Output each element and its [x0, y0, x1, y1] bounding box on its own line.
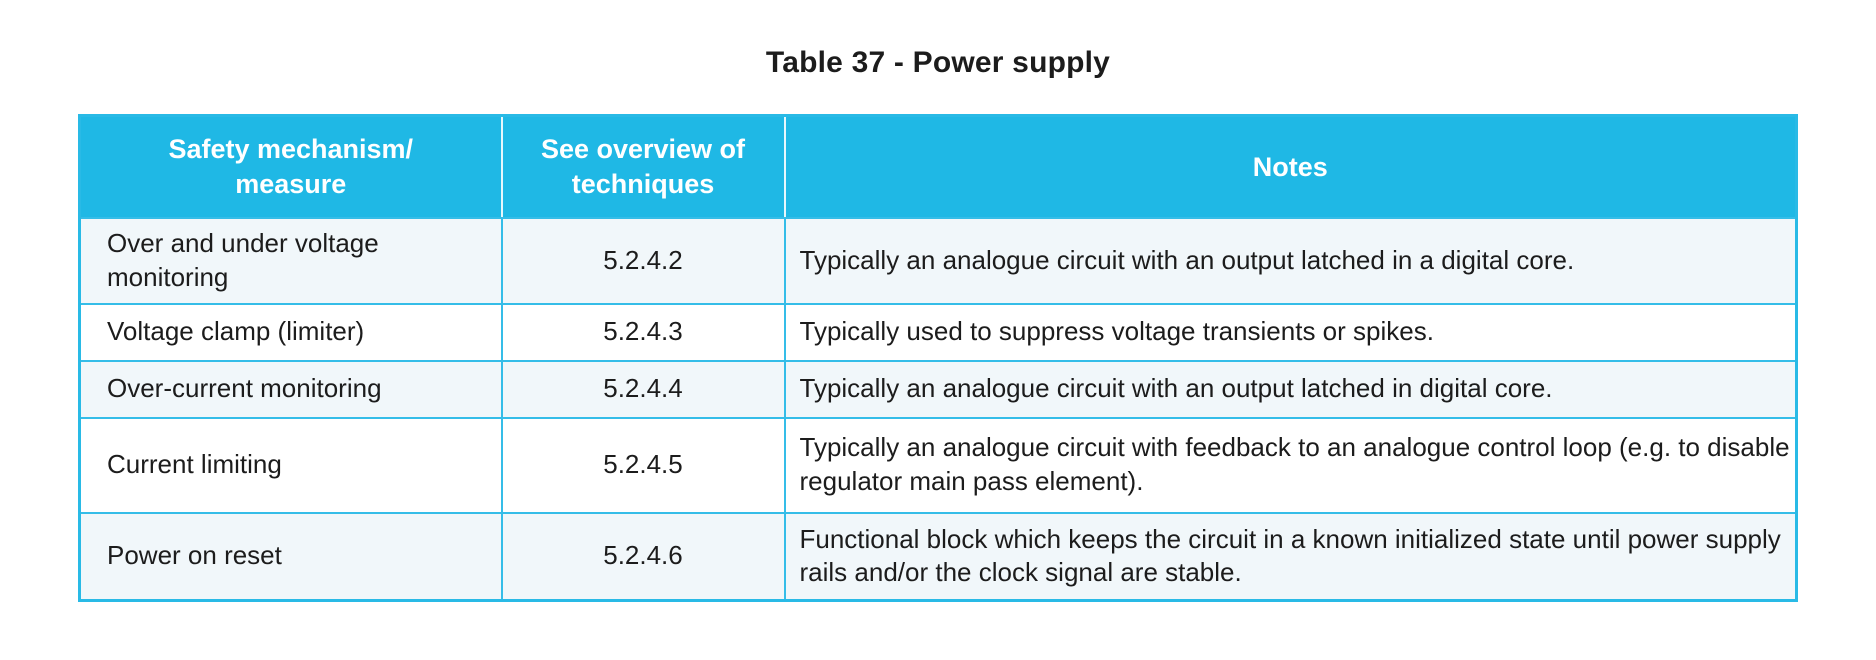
mechanism-cell: Over-current monitoring — [78, 359, 503, 419]
header-row: Safety mechanism/ measure See overview o… — [79, 115, 1797, 219]
notes-cell: Typically used to suppress voltage trans… — [783, 302, 1798, 362]
notes-cell: Typically an analogue circuit with an ou… — [783, 359, 1798, 419]
mechanism-cell: Over and under voltage monitoring — [78, 217, 503, 305]
table-row: Over and under voltage monitoring 5.2.4.… — [78, 217, 1798, 305]
mechanism-cell: Voltage clamp (limiter) — [78, 302, 503, 362]
notes-cell: Typically an analogue circuit with feedb… — [783, 416, 1798, 514]
technique-ref-cell: 5.2.4.6 — [500, 511, 786, 602]
table-caption: Table 37 - Power supply — [765, 46, 1111, 79]
header-safety-mechanism: Safety mechanism/ measure — [79, 115, 503, 219]
technique-ref-cell: 5.2.4.3 — [500, 302, 786, 362]
table-row: Current limiting 5.2.4.5 Typically an an… — [78, 416, 1798, 514]
technique-ref-cell: 5.2.4.2 — [500, 217, 786, 305]
power-supply-table: Safety mechanism/ measure See overview o… — [78, 114, 1798, 603]
table-row: Voltage clamp (limiter) 5.2.4.3 Typicall… — [78, 302, 1798, 362]
header-see-overview: See overview of techniques — [500, 115, 786, 219]
notes-cell: Typically an analogue circuit with an ou… — [783, 217, 1798, 305]
table-row: Power on reset 5.2.4.6 Functional block … — [78, 511, 1798, 602]
table-row: Over-current monitoring 5.2.4.4 Typicall… — [78, 359, 1798, 419]
notes-cell: Functional block which keeps the circuit… — [783, 511, 1798, 602]
technique-ref-cell: 5.2.4.4 — [500, 359, 786, 419]
mechanism-cell: Power on reset — [78, 511, 503, 602]
technique-ref-cell: 5.2.4.5 — [500, 416, 786, 514]
mechanism-cell: Current limiting — [78, 416, 503, 514]
header-notes: Notes — [783, 115, 1797, 219]
